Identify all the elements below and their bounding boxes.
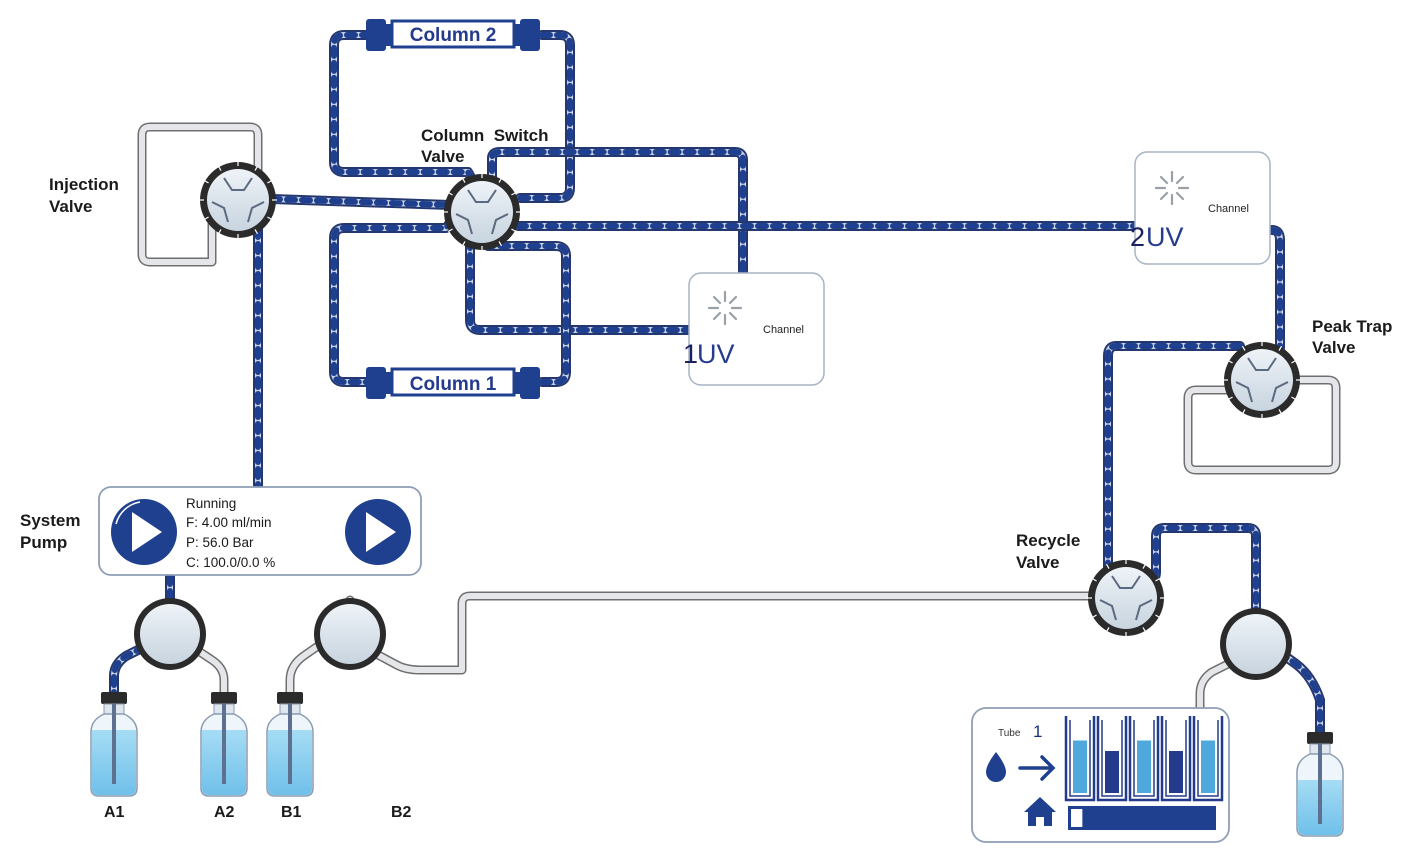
peak-trap-valve-label-1: Peak Trap	[1312, 317, 1392, 336]
collection-bottle[interactable]	[1296, 732, 1344, 837]
system-pump[interactable]: Running F: 4.00 ml/min P: 56.0 Bar C: 10…	[98, 486, 422, 670]
uv-lamp-icon	[1154, 170, 1190, 206]
uv1-channel-label: Channel	[763, 324, 804, 336]
rack-tube	[1128, 716, 1160, 802]
pump-a-play-icon[interactable]	[111, 499, 177, 565]
column-switch-valve[interactable]	[443, 173, 521, 251]
arrow-right-icon	[1018, 755, 1056, 781]
pump-pressure: P: 56.0 Bar	[186, 535, 254, 550]
uv-detector-1[interactable]: Channel 1 UV	[683, 272, 825, 386]
column-2-label: Column 2	[410, 25, 497, 46]
active-tubing	[109, 30, 1325, 745]
uv-detector-2[interactable]: Channel 2 UV	[1130, 151, 1271, 265]
peak-trap-valve[interactable]	[1223, 341, 1301, 419]
uv2-channel-label: Channel	[1208, 203, 1249, 215]
fraction-valve[interactable]	[1220, 608, 1292, 680]
rack-tube	[1096, 716, 1128, 802]
injection-valve-label-1: Injection	[49, 175, 119, 194]
bottle-b1[interactable]: B1	[266, 692, 314, 821]
rack-tube	[1064, 716, 1096, 802]
bottle-a2-label: A2	[214, 804, 235, 821]
system-pump-label-2: Pump	[20, 533, 67, 552]
bottle-b1-label: B1	[281, 804, 302, 821]
recycle-valve-label-1: Recycle	[1016, 531, 1080, 550]
recycle-valve[interactable]	[1087, 559, 1165, 637]
uv1-text: UV	[697, 339, 735, 369]
pump-composition: C: 100.0/0.0 %	[186, 555, 275, 570]
system-pump-label-1: System	[20, 511, 80, 530]
peak-trap-valve-label-2: Valve	[1312, 338, 1356, 357]
pump-head-a	[134, 598, 206, 670]
injection-valve-label-2: Valve	[49, 197, 93, 216]
drop-icon	[986, 752, 1006, 782]
pump-flow: F: 4.00 ml/min	[186, 515, 272, 530]
pump-b-play-icon[interactable]	[345, 499, 411, 565]
uv-lamp-icon	[707, 290, 743, 326]
component-labels: Injection Valve Column Switch Valve Peak…	[20, 126, 1392, 572]
tube-rack	[1064, 716, 1224, 802]
column-2[interactable]: Column 2	[366, 19, 540, 51]
tube-number: 1	[1033, 722, 1042, 741]
pump-head-b	[314, 598, 386, 670]
recycle-valve-label-2: Valve	[1016, 553, 1060, 572]
rack-tube	[1192, 716, 1224, 802]
bottle-a2[interactable]: A2	[200, 692, 248, 821]
bottle-a1-label: A1	[104, 804, 125, 821]
bottle-b2-label: B2	[391, 804, 412, 821]
fraction-collector[interactable]: Tube 1	[971, 707, 1230, 843]
uv1-number: 1	[683, 339, 698, 369]
bottle-b2[interactable]: B2	[391, 804, 412, 821]
pump-status: Running	[186, 496, 236, 511]
column-1[interactable]: Column 1	[366, 367, 540, 399]
column-1-label: Column 1	[410, 374, 497, 395]
uv2-number: 2	[1130, 222, 1145, 252]
rack-tube	[1160, 716, 1192, 802]
column-switch-valve-label-1: Column Switch	[421, 126, 549, 145]
bottle-a1[interactable]: A1	[90, 692, 138, 821]
uv2-text: UV	[1146, 222, 1184, 252]
injection-valve[interactable]	[199, 161, 277, 239]
collection-progress-bar	[1068, 806, 1216, 830]
tube-label: Tube	[998, 728, 1021, 739]
column-switch-valve-label-2: Valve	[421, 147, 465, 166]
home-icon[interactable]	[1024, 797, 1056, 826]
